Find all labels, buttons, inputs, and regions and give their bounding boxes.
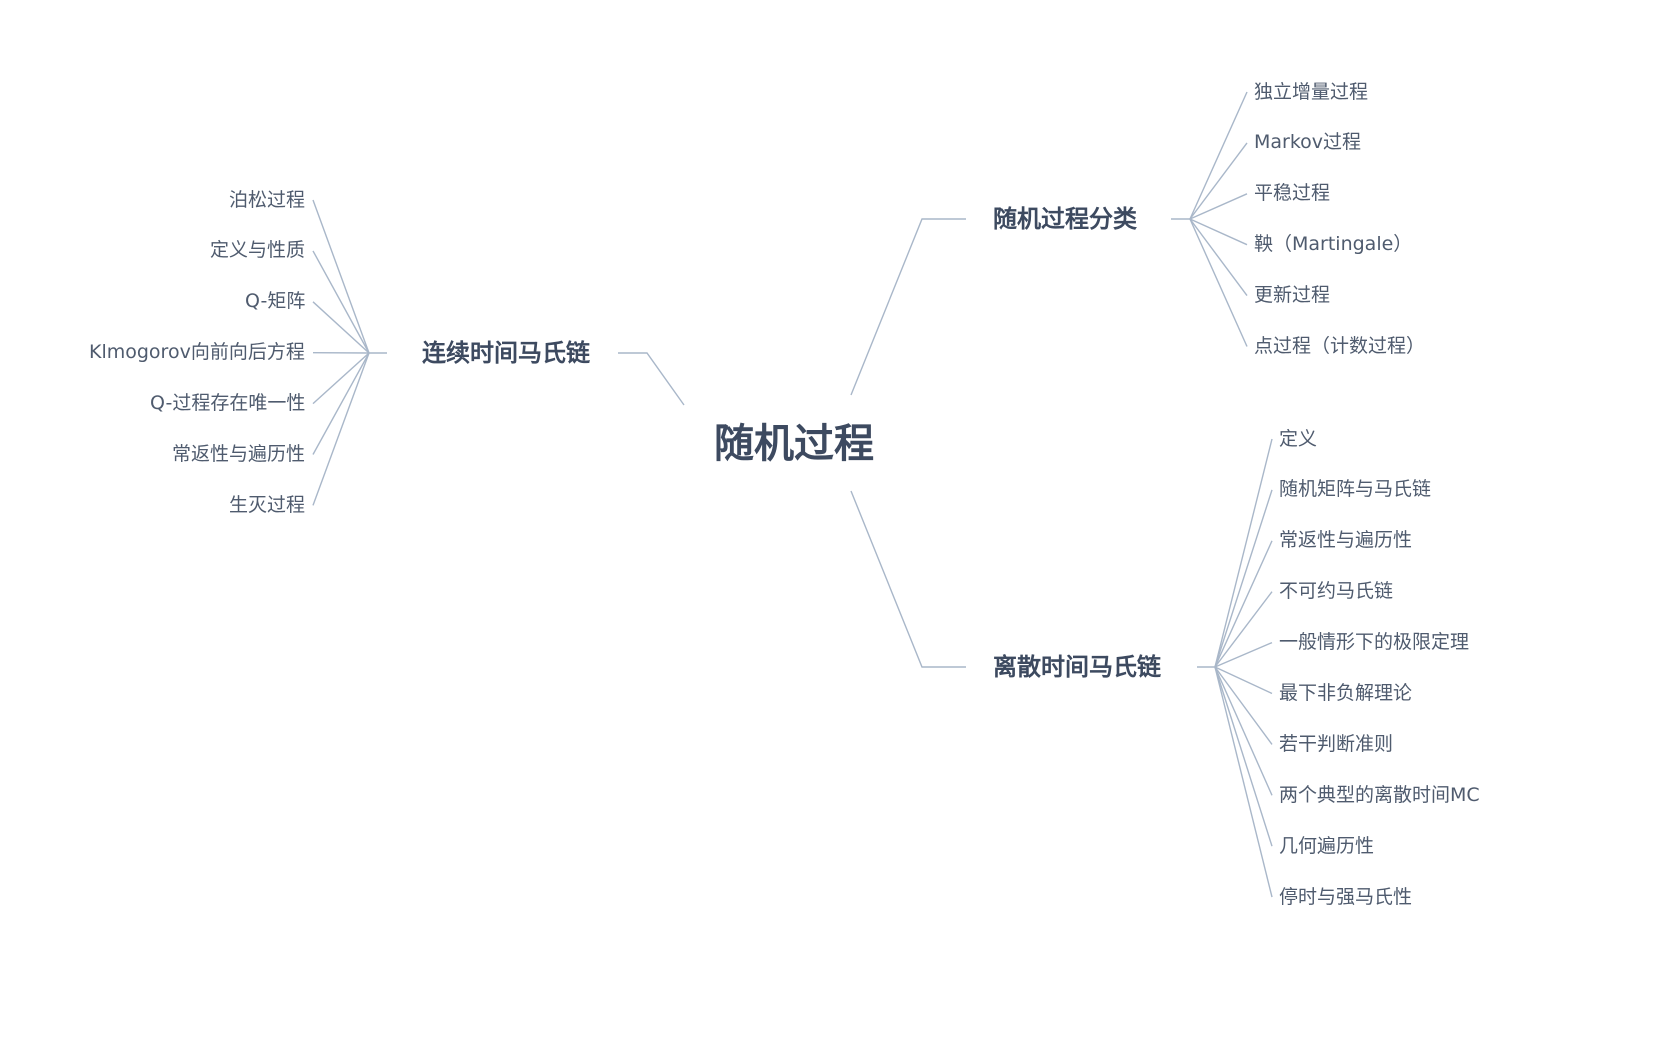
root-node[interactable]: 随机过程 [714,421,874,467]
leaf-node[interactable]: 两个典型的离散时间MC [1279,783,1480,806]
classification-leaf-line [1189,193,1248,220]
continuous-mc-leaf-line [312,352,370,405]
leaf-node[interactable]: 几何遍历性 [1279,834,1375,857]
classification-leaf-line [1189,218,1248,347]
discrete-mc-leaf-line [1214,641,1273,668]
continuous-mc-leaf-line [312,301,370,354]
leaf-node[interactable]: 平稳过程 [1254,182,1331,205]
leaf-node[interactable]: 泊松过程 [229,188,306,211]
root-to-discrete-mc-line [850,490,966,668]
leaf-node[interactable]: 定义与性质 [210,239,306,262]
leaf-node[interactable]: Klmogorov向前向后方程 [89,341,305,364]
leaf-node[interactable]: Q-矩阵 [245,290,306,313]
discrete-mc-leaf-line [1214,666,1273,745]
root-to-continuous-mc-line [618,352,685,406]
continuous-mc-leaf-line [312,250,370,354]
leaf-node[interactable]: Q-过程存在唯一性 [150,392,306,415]
leaf-node[interactable]: 生灭过程 [229,493,306,516]
leaf-node[interactable]: 更新过程 [1254,284,1331,307]
root-to-classification-line [850,218,966,396]
leaf-node[interactable]: 若干判断准则 [1279,732,1394,755]
classification-leaf-line [1189,91,1248,220]
discrete-mc-leaf-line [1214,540,1273,668]
leaf-node[interactable]: 停时与强马氏性 [1279,885,1413,908]
classification-leaf-line [1189,218,1248,297]
leaf-node[interactable]: 不可约马氏链 [1279,580,1394,603]
leaf-node[interactable]: 定义 [1279,427,1318,450]
discrete-mc-leaf-line [1214,666,1273,898]
leaf-node[interactable]: 常返性与遍历性 [172,443,306,465]
continuous-mc-leaf-line [312,199,370,354]
leaf-node[interactable]: 常返性与遍历性 [1279,529,1413,552]
leaf-node[interactable]: 独立增量过程 [1254,80,1369,103]
connector-lines [312,91,1273,898]
classification-leaf-line [1189,142,1248,220]
branch-classification[interactable]: 随机过程分类 [993,205,1137,233]
branch-continuous-mc[interactable]: 连续时间马氏链 [422,339,590,367]
continuous-mc-leaf-line [312,352,370,455]
discrete-mc-leaf-line [1214,666,1273,695]
discrete-mc-leaf-line [1214,666,1273,847]
discrete-mc-leaf-line [1214,489,1273,668]
leaf-node[interactable]: 鞅（Martingale） [1254,233,1413,256]
classification-leaf-line [1189,218,1248,246]
discrete-mc-leaf-line [1214,591,1273,668]
discrete-mc-leaf-line [1214,438,1273,668]
leaf-node[interactable]: 最下非负解理论 [1279,682,1413,704]
leaf-node[interactable]: 一般情形下的极限定理 [1279,631,1470,654]
branch-discrete-mc[interactable]: 离散时间马氏链 [993,653,1161,681]
continuous-mc-leaf-line [312,352,370,506]
leaf-node[interactable]: 点过程（计数过程） [1254,335,1426,357]
leaf-node[interactable]: Markov过程 [1254,131,1362,154]
discrete-mc-leaf-line [1214,666,1273,796]
leaf-node[interactable]: 随机矩阵与马氏链 [1279,478,1432,501]
